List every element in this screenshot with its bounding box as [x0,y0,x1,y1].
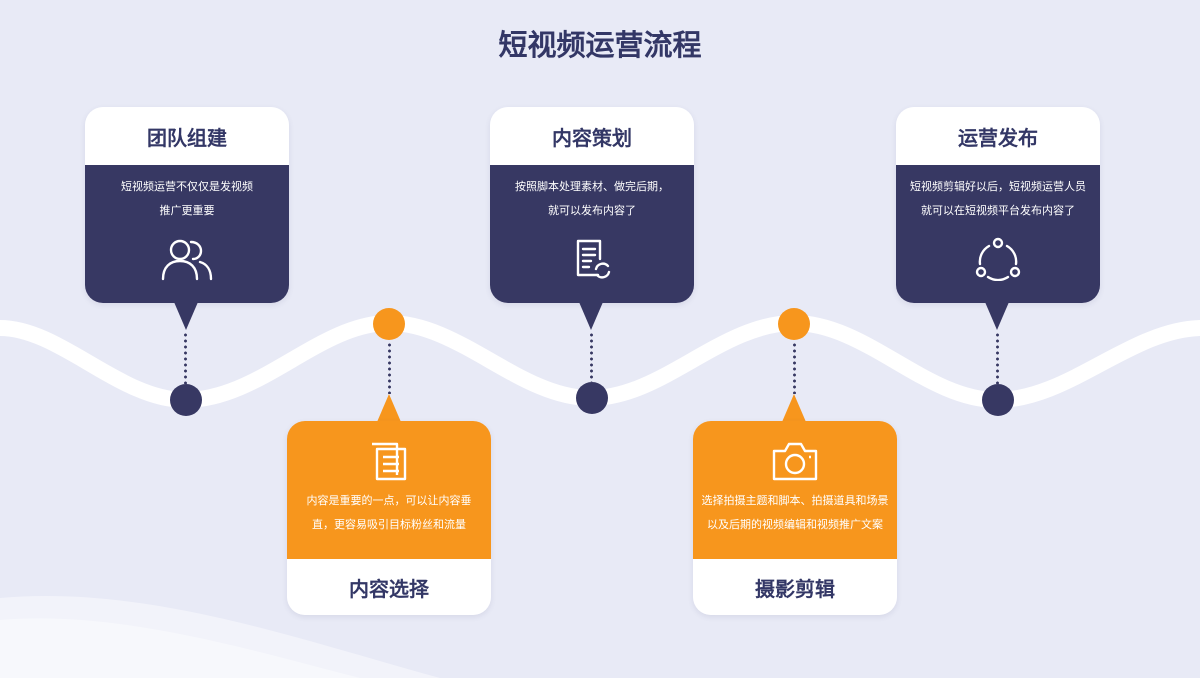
step-card-content-planning: 内容策划 按照脚本处理素材、做完后期， 就可以发布内容了 [490,107,694,303]
step-card-content-selection: 内容是重要的一点，可以让内容垂 直，更容易吸引目标粉丝和流量 内容选择 [287,421,491,615]
step-body: 选择拍摄主题和脚本、拍摄道具和场景 以及后期的视频编辑和视频推广文案 [693,421,897,559]
dotted-connector [996,332,999,384]
timeline-node [982,384,1014,416]
timeline-node [170,384,202,416]
step-pointer [985,302,1009,330]
page-title: 短视频运营流程 [498,28,702,62]
dotted-connector [590,332,593,382]
step-pointer [579,302,603,330]
dotted-connector [388,342,391,394]
script-refresh-icon [490,237,694,281]
step-card-publish: 运营发布 短视频剪辑好以后，短视频运营人员 就可以在短视频平台发布内容了 [896,107,1100,303]
step-description: 选择拍摄主题和脚本、拍摄道具和场景 以及后期的视频编辑和视频推广文案 [701,494,889,531]
camera-icon [693,421,897,483]
step-title: 摄影剪辑 [693,559,897,615]
step-body: 短视频剪辑好以后，短视频运营人员 就可以在短视频平台发布内容了 [896,165,1100,303]
step-body: 内容是重要的一点，可以让内容垂 直，更容易吸引目标粉丝和流量 [287,421,491,559]
share-cycle-icon [896,237,1100,281]
step-pointer [174,302,198,330]
step-title: 运营发布 [896,107,1100,165]
dotted-connector [184,332,187,384]
step-pointer [377,394,401,422]
step-title: 内容选择 [287,559,491,615]
step-card-shooting-editing: 选择拍摄主题和脚本、拍摄道具和场景 以及后期的视频编辑和视频推广文案 摄影剪辑 [693,421,897,615]
timeline-node [576,382,608,414]
step-description: 短视频剪辑好以后，短视频运营人员 就可以在短视频平台发布内容了 [910,180,1086,217]
timeline-node [778,308,810,340]
step-body: 按照脚本处理素材、做完后期， 就可以发布内容了 [490,165,694,303]
documents-icon [287,421,491,483]
timeline-node [373,308,405,340]
step-description: 短视频运营不仅仅是发视频 推广更重要 [121,180,253,217]
step-body: 短视频运营不仅仅是发视频 推广更重要 [85,165,289,303]
step-description: 内容是重要的一点，可以让内容垂 直，更容易吸引目标粉丝和流量 [306,494,472,531]
step-pointer [782,394,806,422]
step-title: 团队组建 [85,107,289,165]
step-description: 按照脚本处理素材、做完后期， 就可以发布内容了 [515,180,669,217]
dotted-connector [793,342,796,394]
step-title: 内容策划 [490,107,694,165]
people-icon [85,237,289,281]
step-card-team: 团队组建 短视频运营不仅仅是发视频 推广更重要 [85,107,289,303]
